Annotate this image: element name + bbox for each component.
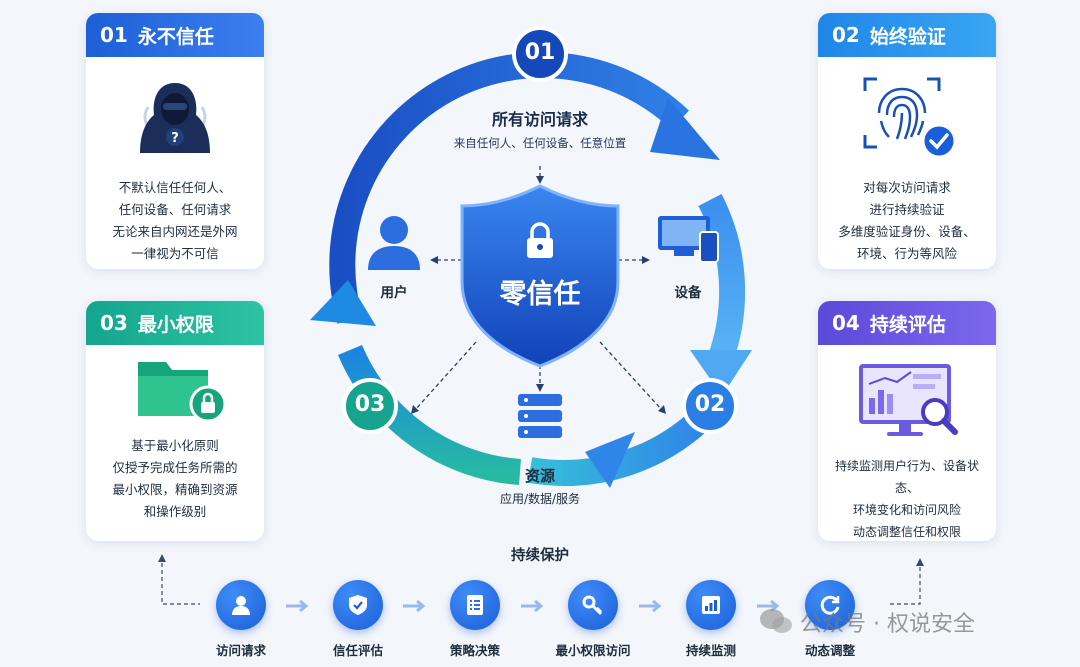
hacker-icon: ? [86, 57, 264, 177]
card-line: 动态调整信任和权限 [852, 525, 961, 539]
arrow-head [585, 432, 635, 488]
svg-text:?: ? [171, 131, 179, 146]
flow-step-access-request: 访问请求 [191, 580, 291, 659]
card-body: 不默认信任任何人、 任何设备、任何请求 无论来自内网还是外网 一律视为不可信 [86, 177, 264, 265]
card-body: 基于最小化原则 仅授予完成任务所需的 最小权限，精确到资源 和操作级别 [86, 435, 264, 523]
card-header: 04 持续评估 [818, 301, 996, 345]
chevron-right-icon [403, 599, 426, 613]
chevron-right-icon [639, 599, 662, 613]
card-number: 01 [100, 23, 128, 47]
user-icon [368, 216, 420, 270]
flow-step-least-privilege-access: 最小权限访问 [543, 580, 643, 659]
checklist-icon [450, 580, 500, 630]
card-line: 一律视为不可信 [131, 246, 219, 261]
flow-step-label: 信任评估 [332, 643, 383, 658]
card-always-verify: 02 始终验证 对每次访问请求 进行持续验证 多维度验证身份、设备、 环境、行为… [818, 13, 996, 269]
bar-chart-icon [686, 580, 736, 630]
card-line: 基于最小化原则 [131, 438, 219, 453]
flow-step-dynamic-adjustment: 动态调整 [780, 580, 880, 659]
card-title: 最小权限 [137, 313, 214, 336]
access-requests-subtitle: 来自任何人、任何设备、任意位置 [453, 136, 627, 150]
monitor-analytics-icon [818, 345, 996, 455]
cycle-arc-top [329, 52, 689, 324]
card-line: 最小权限，精确到资源 [112, 482, 238, 497]
cycle-diagram [310, 26, 752, 488]
cycle-arc-bottom [527, 410, 709, 486]
card-line: 任何设备、任何请求 [118, 202, 232, 217]
flow-title: 持续保护 [511, 548, 569, 564]
card-continuous-assessment: 04 持续评估 持续监测用户行为、设备状态、 环境变化和访问风险 动态调整信任和… [818, 301, 996, 541]
watermark-text: 公众号 · 权说安全 [800, 612, 975, 637]
chevron-right-icon [521, 599, 544, 613]
card-line: 仅授予完成任务所需的 [112, 460, 238, 475]
card-number: 04 [832, 311, 860, 335]
card-header: 02 始终验证 [818, 13, 996, 57]
step-number-01: 01 [524, 40, 556, 65]
resource-subtitle: 应用/数据/服务 [499, 492, 581, 506]
device-icon [658, 216, 719, 263]
flow-loop-lines [158, 554, 924, 605]
step-number-02: 02 [694, 392, 726, 417]
card-line: 不默认信任任何人、 [118, 180, 232, 195]
card-least-privilege: 03 最小权限 基于最小化原则 仅授予完成任务所需的 最小权限，精确到资源 和操… [86, 301, 264, 541]
step-badge [512, 26, 568, 82]
card-number: 03 [100, 311, 128, 335]
card-header: 03 最小权限 [86, 301, 264, 345]
card-never-trust: 01 永不信任 ? 不默认信任任何人、 任何设备、任何请求 无论来自内网还是外网… [86, 13, 264, 269]
shield-check-icon [333, 580, 383, 630]
card-header: 01 永不信任 [86, 13, 264, 57]
flow-step-trust-assessment: 信任评估 [308, 580, 408, 659]
flow-step-label: 策略决策 [449, 643, 500, 658]
refresh-icon [805, 580, 855, 630]
locked-folder-icon [86, 345, 264, 435]
chevron-right-icon [286, 599, 309, 613]
card-line: 持续监测用户行为、设备状态、 [834, 459, 979, 495]
card-title: 始终验证 [869, 25, 946, 48]
card-line: 环境变化和访问风险 [852, 503, 961, 517]
wechat-icon [760, 609, 792, 633]
card-line: 多维度验证身份、设备、 [838, 224, 976, 239]
cycle-arc-left [338, 344, 522, 485]
cycle-arc-right [698, 194, 746, 365]
device-label: 设备 [674, 285, 702, 301]
shield-icon [460, 184, 620, 368]
card-title: 永不信任 [137, 25, 214, 48]
arrow-head [650, 98, 720, 160]
shield-label: 零信任 [499, 279, 581, 310]
flow-step-label: 最小权限访问 [555, 643, 631, 658]
card-line: 无论来自内网还是外网 [112, 224, 238, 239]
flow-step-label: 动态调整 [804, 643, 855, 658]
card-line: 进行持续验证 [869, 202, 945, 217]
flow-step-continuous-monitoring: 持续监测 [661, 580, 761, 659]
card-line: 和操作级别 [143, 504, 207, 519]
flow-step-label: 持续监测 [685, 643, 736, 658]
key-icon [568, 580, 618, 630]
user-label: 用户 [380, 285, 408, 301]
step-badge [682, 378, 738, 434]
card-body: 持续监测用户行为、设备状态、 环境变化和访问风险 动态调整信任和权限 [818, 455, 996, 541]
card-line: 环境、行为等风险 [856, 246, 957, 261]
server-icon [518, 394, 562, 438]
arrow-head [690, 350, 752, 396]
flow-step-policy-decision: 策略决策 [425, 580, 525, 659]
resource-title: 资源 [524, 467, 555, 485]
flow-step-label: 访问请求 [215, 643, 266, 658]
step-number-03: 03 [354, 392, 386, 417]
step-badge [342, 378, 398, 434]
user-icon [216, 580, 266, 630]
watermark: 公众号 · 权说安全 [758, 606, 975, 638]
fingerprint-icon [818, 57, 996, 177]
lock-icon [527, 222, 553, 258]
access-requests-title: 所有访问请求 [491, 110, 588, 129]
card-line: 对每次访问请求 [863, 180, 951, 195]
card-body: 对每次访问请求 进行持续验证 多维度验证身份、设备、 环境、行为等风险 [818, 177, 996, 265]
card-title: 持续评估 [869, 313, 946, 336]
arrow-head [310, 280, 376, 326]
card-number: 02 [832, 23, 860, 47]
